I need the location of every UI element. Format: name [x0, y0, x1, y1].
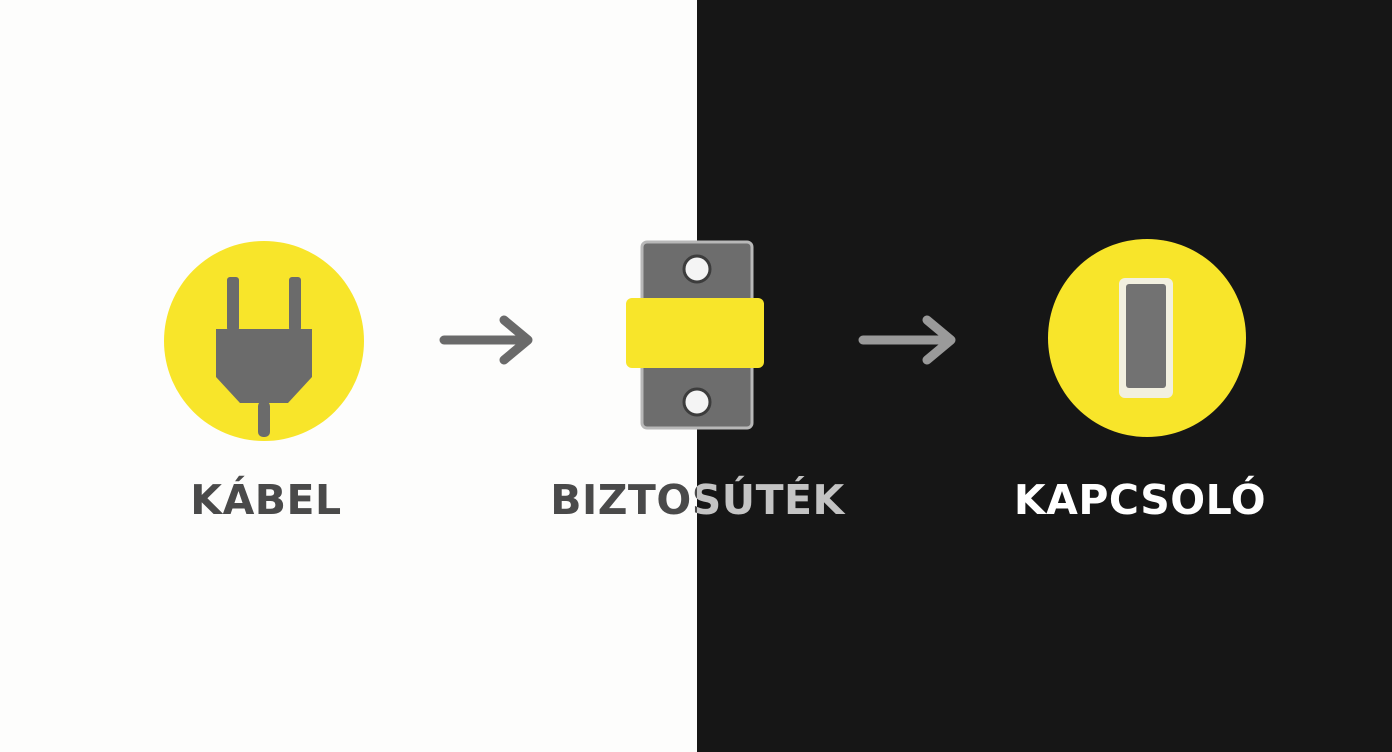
- step-label-switch: KAPCSOLÓ: [1013, 476, 1267, 524]
- arrow-right-icon: [439, 315, 533, 365]
- switch-icon: [1048, 239, 1246, 437]
- step-label-fuse: BIZTOSÚTÉK: [520, 472, 875, 528]
- arrow-right-icon: [858, 315, 956, 365]
- plug-icon: [164, 241, 364, 441]
- background-right: [697, 0, 1392, 752]
- step-label-cable: KÁBEL: [190, 476, 342, 524]
- fuse-icon: [626, 240, 764, 430]
